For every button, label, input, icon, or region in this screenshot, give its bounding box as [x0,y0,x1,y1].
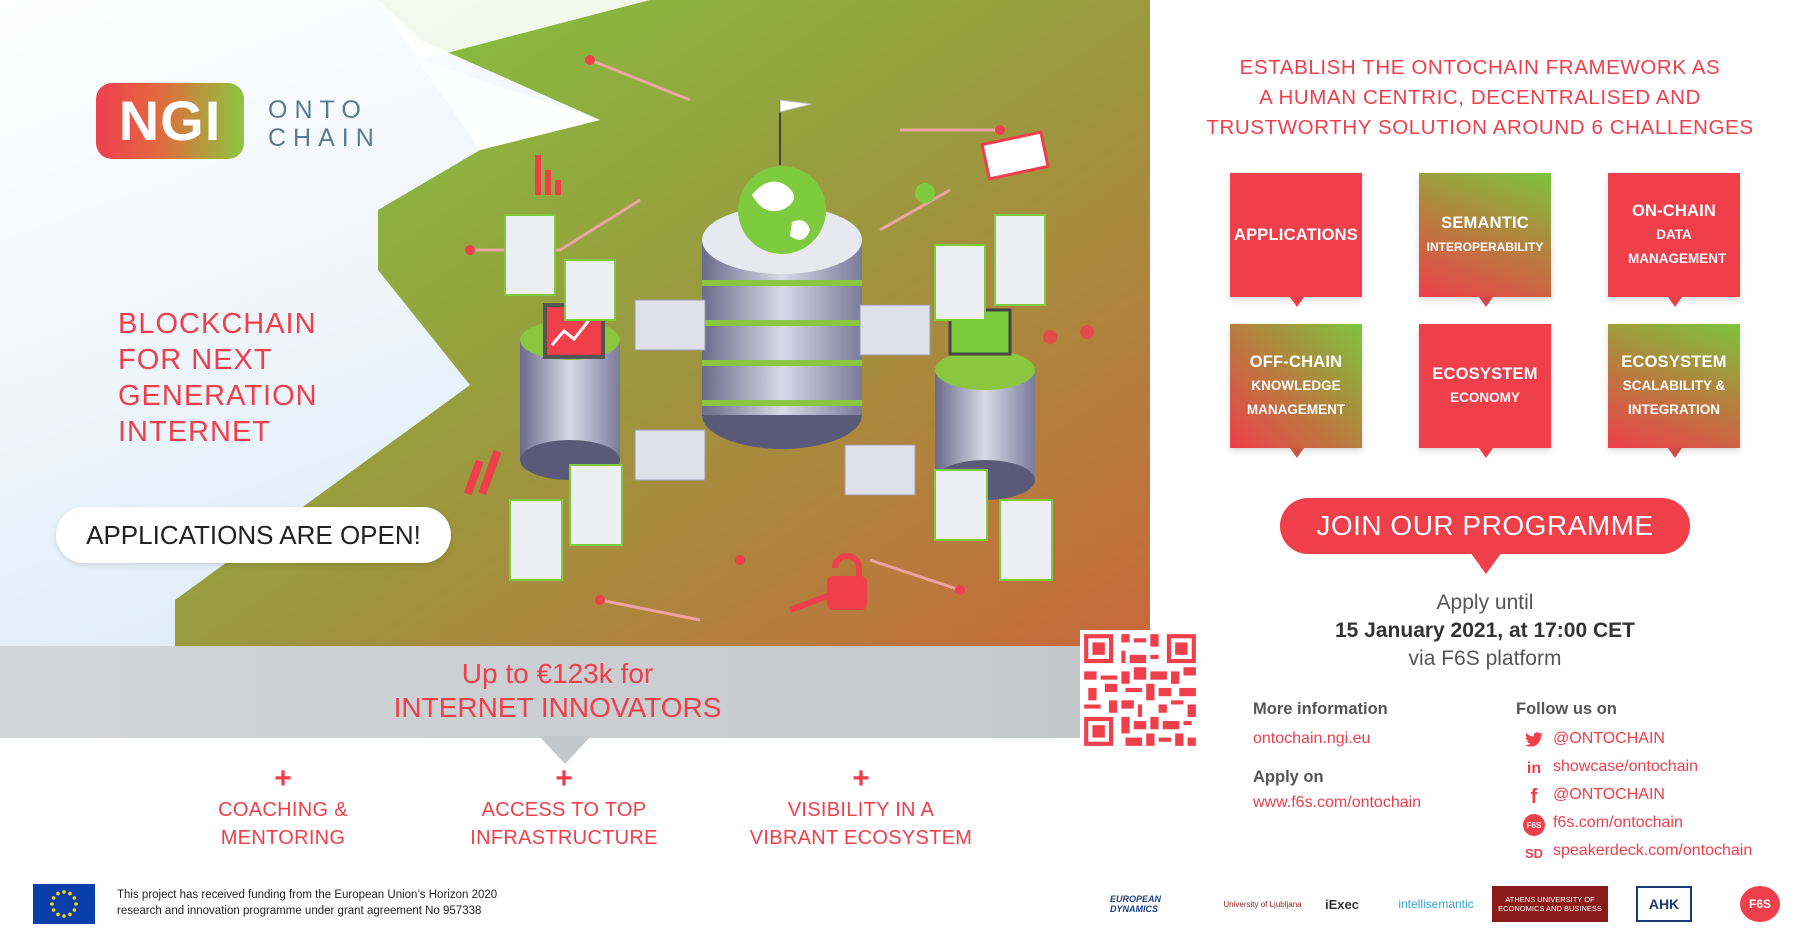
f6s-icon[interactable]: F6S [1523,814,1545,836]
twitter-handle[interactable]: @ONTOCHAIN [1553,730,1665,747]
eu-funding-text-2: research and innovation programme under … [117,905,482,917]
more-info-heading: More information [1253,700,1388,718]
challenge-card-semantic[interactable]: SEMANTIC INTEROPERABILITY [1419,173,1551,307]
card-tip [1668,448,1682,458]
hero-title-line-3: GENERATION [118,380,318,412]
framework-heading-line-3: TRUSTWORTHY SOLUTION AROUND 6 CHALLENGES [1206,116,1754,139]
speakerdeck-icon[interactable]: SD [1524,845,1544,861]
facebook-icon[interactable]: f [1530,785,1538,808]
challenge-card-ecosystem-scalability[interactable]: ECOSYSTEM SCALABILITY & INTEGRATION [1608,324,1740,458]
linkedin-icon[interactable]: in [1526,760,1542,777]
funding-band [0,646,1093,738]
challenge-card-subtitle: KNOWLEDGE MANAGEMENT [1246,378,1346,417]
benefit-infrastructure: ACCESS TO TOP INFRASTRUCTURE [414,796,714,852]
sponsor-logo: iExec [1325,896,1359,912]
apply-via-platform: via F6S platform [1408,647,1562,670]
challenge-card-title: SEMANTIC [1441,214,1529,232]
follow-us-heading: Follow us on [1516,700,1617,718]
sponsor-logo: AHK [1636,886,1692,922]
challenge-card-title: ECOSYSTEM [1432,365,1538,383]
join-programme-button[interactable]: JOIN OUR PROGRAMME [1280,498,1690,554]
sponsor-logo: intellisemantic [1398,897,1474,911]
blockchain-illustration [175,0,1150,646]
sponsor-logo: EUROPEAN DYNAMICS [1110,894,1162,914]
f6s-link[interactable]: f6s.com/ontochain [1553,814,1683,831]
challenge-card-on-chain[interactable]: ON-CHAIN DATA MANAGEMENT [1608,173,1740,307]
card-tip [1479,297,1493,307]
challenge-card-applications[interactable]: APPLICATIONS [1230,173,1362,307]
benefit-line: VIBRANT ECOSYSTEM [749,827,973,849]
applications-open-pill: APPLICATIONS ARE OPEN! [56,507,451,563]
eu-stars-icon [50,890,78,918]
challenge-card-title: ECOSYSTEM [1621,353,1727,371]
challenge-card-subtitle: DATA MANAGEMENT [1628,227,1727,266]
logo-ngi-text: NGI [118,89,222,152]
challenge-card-ecosystem-economy[interactable]: ECOSYSTEM ECONOMY [1419,324,1551,458]
f6s-apply-link[interactable]: www.f6s.com/ontochain [1253,794,1422,811]
join-button-tip [1470,552,1502,574]
sponsor-logo: F6S [1740,886,1780,922]
logo-onto-text: ONTO [268,96,368,124]
benefit-coaching: COACHING & MENTORING [133,796,433,852]
funding-audience: INTERNET INNOVATORS [393,692,722,723]
benefit-line: COACHING & [218,799,348,821]
ngi-logo-badge [96,83,244,159]
benefit-line: ACCESS TO TOP [481,799,647,821]
challenge-card-title: OFF-CHAIN [1249,353,1343,371]
hero-title-line-1: BLOCKCHAIN [118,308,317,340]
linkedin-link[interactable]: showcase/ontochain [1553,758,1698,775]
hero-banner: NGI ONTO CHAIN BLOCKCHAIN FOR NEXT GENER… [0,0,1150,646]
left-database [520,303,620,480]
benefit-line: VISIBILITY IN A [787,799,935,821]
card-tip [1290,448,1304,458]
framework-heading-line-1: ESTABLISH THE ONTOCHAIN FRAMEWORK AS [1239,56,1721,79]
challenge-card-subtitle: ECONOMY [1450,390,1520,405]
hero-title-line-4: INTERNET [118,416,271,448]
card-tip [1290,297,1304,307]
application-deadline: 15 January 2021, at 17:00 CET [1334,619,1635,642]
qr-code-icon [1084,634,1196,746]
benefit-visibility: VISIBILITY IN A VIBRANT ECOSYSTEM [711,796,1011,852]
logo-chain-text: CHAIN [268,124,381,152]
challenge-card-subtitle: SCALABILITY & INTEGRATION [1622,378,1726,417]
website-link[interactable]: ontochain.ngi.eu [1253,730,1371,747]
challenge-card-title: APPLICATIONS [1233,226,1358,244]
twitter-bird-icon [1525,732,1543,747]
funding-amount: Up to €123k for [461,658,654,689]
band-pointer [539,736,591,764]
sponsor-logo: ATHENS UNIVERSITY OF ECONOMICS AND BUSIN… [1492,886,1608,922]
challenge-card-title: ON-CHAIN [1631,202,1717,220]
benefit-line: INFRASTRUCTURE [470,827,658,849]
qr-code[interactable] [1080,630,1200,750]
facebook-handle[interactable]: @ONTOCHAIN [1553,786,1665,803]
eu-funding-text-1: This project has received funding from t… [117,889,498,901]
twitter-icon[interactable] [1523,729,1545,751]
benefit-line: MENTORING [220,827,346,849]
speakerdeck-link[interactable]: speakerdeck.com/ontochain [1553,842,1753,859]
card-tip [1668,297,1682,307]
sponsor-logo: University of Ljubljana [1223,899,1302,909]
apply-on-heading: Apply on [1253,768,1324,786]
benefit-plus-icon: + [852,762,870,795]
lock-icon [788,553,867,613]
card-tip [1479,448,1493,458]
challenge-card-off-chain[interactable]: OFF-CHAIN KNOWLEDGE MANAGEMENT [1230,324,1362,458]
apply-until-label: Apply until [1436,591,1534,614]
eu-flag-icon [33,884,95,924]
challenge-card-subtitle: INTEROPERABILITY [1426,240,1544,254]
benefit-plus-icon: + [274,762,292,795]
framework-heading-line-2: A HUMAN CENTRIC, DECENTRALISED AND [1259,86,1701,109]
central-database-tower [702,99,862,449]
benefit-plus-icon: + [555,762,573,795]
hero-title-line-2: FOR NEXT [118,344,273,376]
